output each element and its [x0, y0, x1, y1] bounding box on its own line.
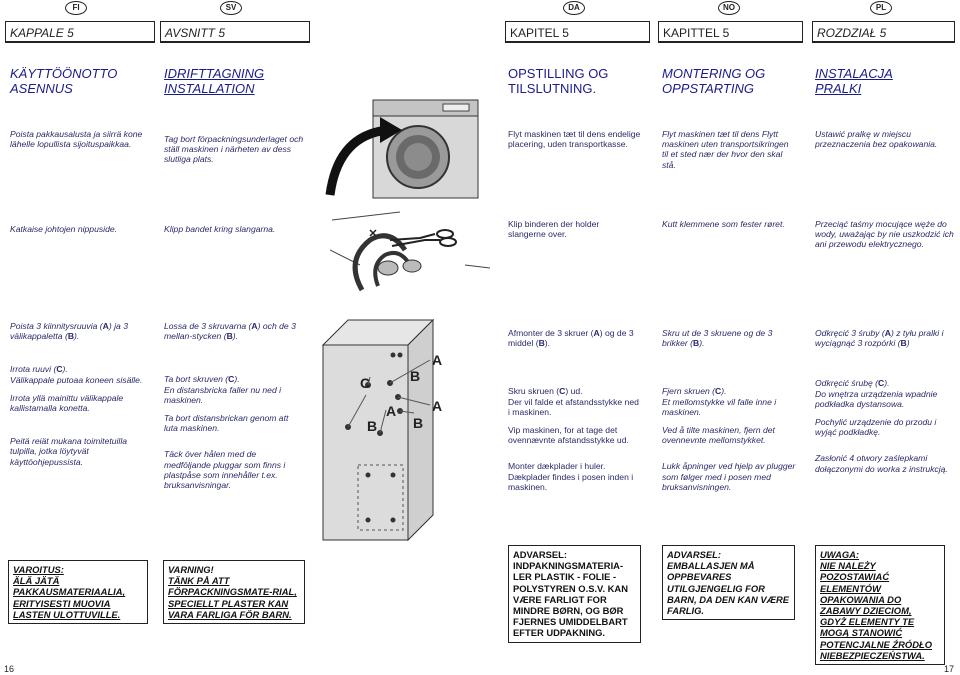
warning-box-da: ADVARSEL: INDPAKNINGSMATERIA-LER PLASTIK…: [508, 545, 641, 643]
label-B-left: B: [367, 418, 378, 434]
chapter-header-fi: KAPPALE 5: [5, 21, 155, 43]
chapter-header-no: KAPITTEL 5: [658, 21, 803, 43]
lang-badge-da: DA: [563, 1, 585, 15]
step2-text-sv: Klipp bandet kring slangarna.: [164, 224, 276, 234]
step3a-sv: Lossa de 3 skruvarna (A) och de 3 mellan…: [164, 321, 296, 342]
chapter-header-da: KAPITEL 5: [505, 21, 650, 43]
step1-text-da: Flyt maskinen tæt til dens endelige plac…: [508, 129, 641, 150]
step3-text-fi: Poista 3 kiinnitysruuvia (A) ja 3 välika…: [10, 321, 150, 467]
lang-badge-pl: PL: [870, 1, 892, 15]
step2-text-pl: Przeciąć taśmy mocujące węże do wody, uw…: [815, 219, 954, 250]
label-A-top: A: [432, 352, 443, 368]
step3b-da: Skru skruen (C) ud.: [508, 386, 583, 397]
warning-box-fi: VAROITUS: ÄLÄ JÄTÄ PAKKAUSMATERIAALIA, E…: [8, 560, 148, 625]
washing-machine-move-illustration: [325, 99, 479, 199]
step3b-fi: Irrota ruuvi (C).: [10, 364, 68, 375]
step2-text-fi: Katkaise johtojen nippuside.: [10, 224, 118, 234]
scissors-cutting-hose-illustration: [330, 211, 490, 292]
page-number-left: 16: [4, 664, 15, 674]
lang-badge-no: NO: [718, 1, 740, 15]
page-number-right: 17: [944, 664, 955, 674]
step3-text-sv: Lossa de 3 skruvarna (A) och de 3 mellan…: [164, 321, 304, 490]
warning-box-sv: VARNING! TÄNK PÅ ATT FÖRPACKNINGSMATE-RI…: [163, 560, 305, 625]
label-C: C: [360, 375, 371, 391]
step3b-no: Fjern skruen (C).: [662, 386, 727, 397]
step3a-no: Skru ut de 3 skruene og de 3 brikker (B)…: [662, 328, 773, 349]
step3b-sv: Ta bort skruven (C).: [164, 374, 240, 385]
step1-text-sv: Tag bort förpackningsunderlaget och stäl…: [164, 134, 304, 165]
step3a-pl: Odkręcić 3 śruby (A) z tyłu pralki i wyc…: [815, 328, 944, 349]
step3-text-no: Skru ut de 3 skruene og de 3 brikker (B)…: [662, 328, 796, 492]
label-A-mid: A: [386, 403, 397, 419]
warning-box-no: ADVARSEL: EMBALLASJEN MÅ OPPBEVARES UTIL…: [662, 545, 795, 621]
step1-text-pl: Ustawić pralkę w miejscu przeznaczenia b…: [815, 129, 938, 150]
chapter-header-pl: ROZDZIAŁ 5: [812, 21, 955, 43]
lang-badge-fi: FI: [65, 1, 87, 15]
chapter-header-sv: AVSNITT 5: [160, 21, 310, 43]
lang-badge-sv: SV: [220, 1, 242, 15]
step3a-da: Afmonter de 3 skruer (A) og de 3 middel …: [508, 328, 634, 349]
step1-text-no: Flyt maskinen tæt til dens Flytt maskine…: [662, 129, 789, 170]
step2-text-no: Kutt klemmene som fester røret.: [662, 219, 785, 229]
label-B-top: B: [410, 368, 421, 384]
step3b-pl: Odkręcić śrubę (C).: [815, 378, 890, 389]
machine-rear-screws-illustration: [321, 318, 435, 542]
step1-text-fi: Poista pakkausalusta ja siirrä kone lähe…: [10, 129, 143, 150]
warning-box-pl: UWAGA: NIE NALEŻY POZOSTAWIAĆ ELEMENTÓW …: [815, 545, 945, 666]
step3-text-da: Afmonter de 3 skruer (A) og de 3 middel …: [508, 328, 643, 492]
step3a-fi: Poista 3 kiinnitysruuvia (A) ja 3 välika…: [10, 321, 128, 342]
label-B-right: B: [413, 415, 424, 431]
step2-text-da: Klip binderen der holder slangerne over.: [508, 219, 600, 240]
step3-text-pl: Odkręcić 3 śruby (A) z tyłu pralki i wyc…: [815, 328, 955, 474]
label-A-right: A: [432, 398, 443, 414]
